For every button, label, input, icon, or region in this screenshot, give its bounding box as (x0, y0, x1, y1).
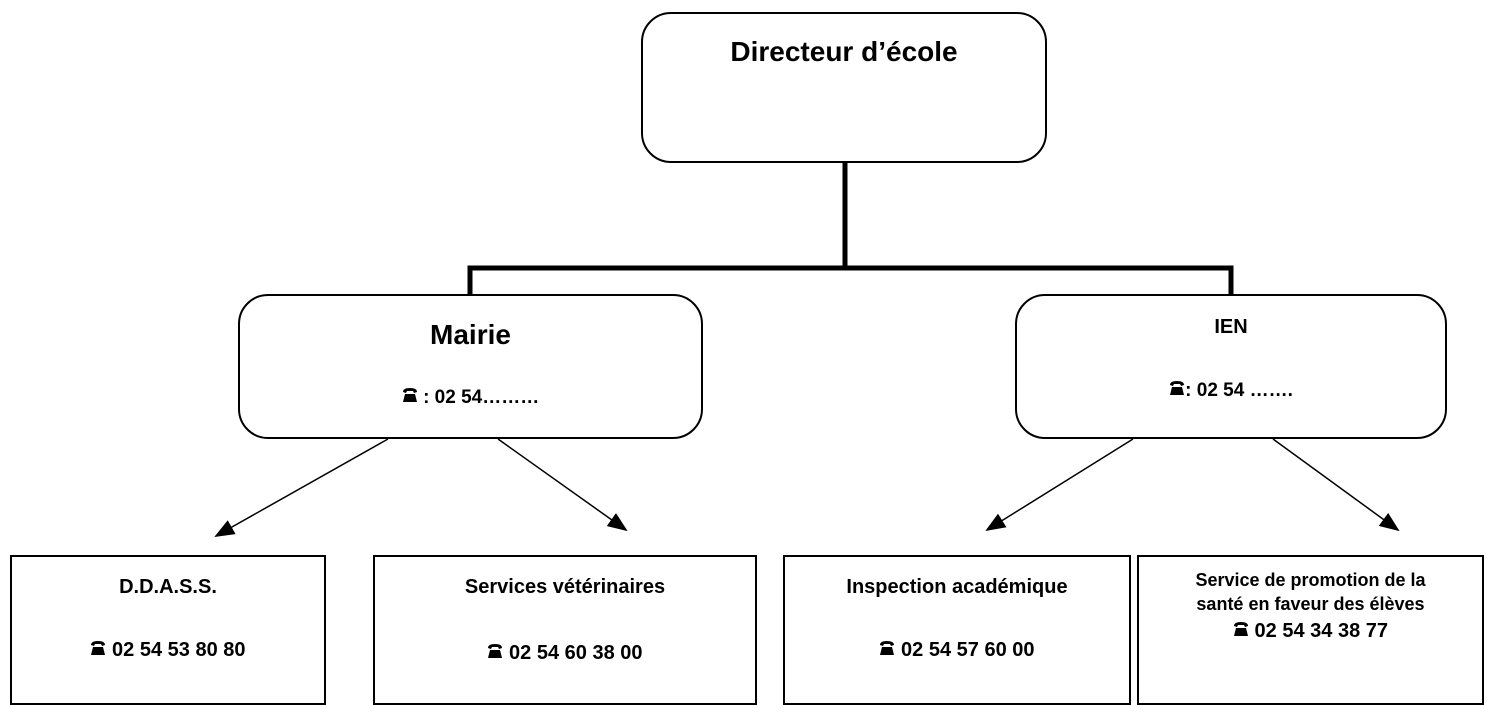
inspection-academique-title: Inspection académique (846, 576, 1068, 598)
directeur-ecole-box: Directeur d’école (641, 12, 1047, 163)
inspection-academique-box: Inspection académique 02 54 57 60 00 (783, 555, 1131, 705)
service-promotion-sante-phone-number: 02 54 34 38 77 (1254, 620, 1389, 642)
mairie-box: Mairie : 02 54……… (238, 294, 703, 439)
ddass-box: D.D.A.S.S. 02 54 53 80 80 (10, 555, 326, 705)
ien-phone: : 02 54 ……. (1017, 380, 1445, 402)
tree-connector (467, 162, 1234, 295)
inspection-academique-phone: 02 54 57 60 00 (785, 639, 1129, 662)
ien-title: IEN (1214, 316, 1248, 338)
services-veterinaires-phone: 02 54 60 38 00 (375, 642, 755, 665)
ddass-phone: 02 54 53 80 80 (12, 639, 324, 662)
phone-icon (487, 643, 503, 659)
mairie-title: Mairie (430, 319, 511, 350)
mairie-phone-prefix: : (423, 387, 435, 408)
phone-icon (1233, 621, 1249, 637)
mairie-phone-number: 02 54……… (434, 387, 540, 408)
services-veterinaires-phone-number: 02 54 60 38 00 (509, 642, 643, 664)
phone-icon (1169, 380, 1185, 396)
ien-phone-prefix: : (1185, 380, 1197, 401)
arrow-to-services-veterinaires (497, 438, 628, 532)
branch-bar (467, 265, 1234, 295)
directeur-ecole-title: Directeur d’école (730, 36, 958, 67)
inspection-academique-phone-number: 02 54 57 60 00 (901, 639, 1035, 661)
service-promotion-sante-title-line1: Service de promotion de la (1195, 570, 1426, 590)
services-veterinaires-title: Services vétérinaires (464, 576, 666, 598)
arrow-to-service-promotion-sante (1272, 438, 1400, 532)
arrow-to-ddass (214, 438, 389, 537)
ddass-phone-number: 02 54 53 80 80 (112, 639, 246, 661)
ien-phone-number: 02 54 ……. (1196, 380, 1293, 401)
ien-box: IEN : 02 54 ……. (1015, 294, 1447, 439)
service-promotion-sante-box: Service de promotion de la santé en fave… (1137, 555, 1484, 705)
phone-icon (90, 640, 106, 656)
arrow-to-inspection-academique (985, 438, 1134, 532)
ddass-title: D.D.A.S.S. (119, 576, 217, 598)
service-promotion-sante-title-line2: santé en faveur des élèves (1196, 594, 1425, 614)
mairie-phone: : 02 54……… (240, 387, 701, 409)
phone-icon (402, 387, 418, 403)
services-veterinaires-box: Services vétérinaires 02 54 60 38 00 (373, 555, 757, 705)
phone-icon (879, 640, 895, 656)
service-promotion-sante-phone: 02 54 34 38 77 (1139, 620, 1482, 643)
